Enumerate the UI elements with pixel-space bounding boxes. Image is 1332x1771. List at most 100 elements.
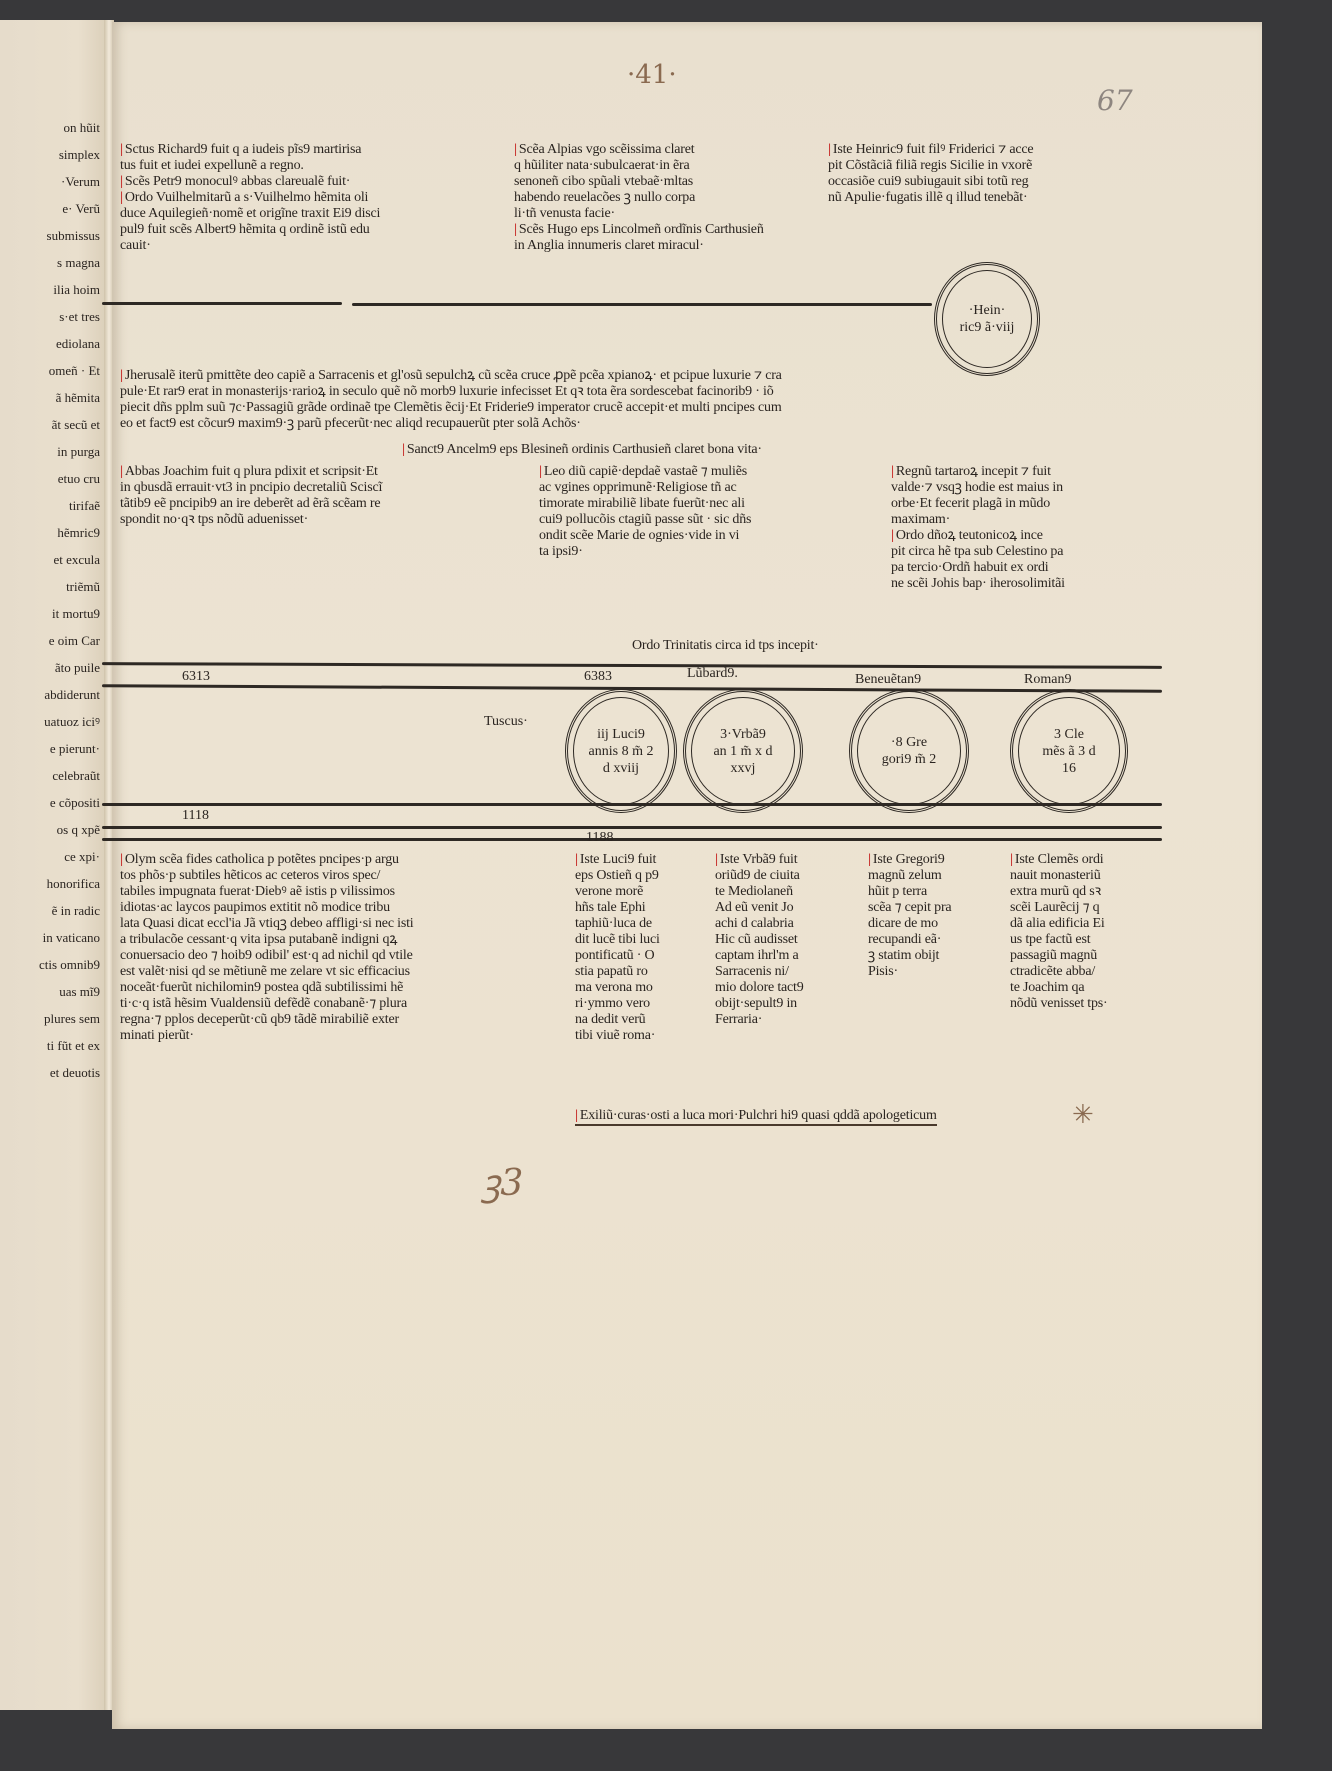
left-page-text-fragment: ilia hoim (53, 282, 100, 297)
left-page-text-fragment: abdiderunt (44, 687, 100, 702)
text-line: |Olym scẽa fides catholica p potẽtes pnc… (120, 852, 565, 868)
line-text: pit Cõstãciã filiã regis Sicilie in vxor… (828, 158, 1033, 173)
left-page-text-fragment: e oim Car (48, 633, 100, 648)
line-text: Iste Luci9 fuit (579, 852, 657, 867)
text-line: scẽi Laurẽcij ⁊ q (1010, 900, 1166, 916)
left-page-text-fragment: ãt secũ et (51, 417, 100, 432)
line-text: pa tercio·Ordñ habuit ex ordi (891, 560, 1049, 575)
line-text: li·tñ venusta facie· (514, 206, 615, 221)
rubric-mark: | (120, 464, 123, 479)
text-line: cauit· (120, 238, 508, 254)
line-text: orbe·Et fecerit plagã in mũdo (891, 496, 1051, 511)
line-text: q hũiliter nata·subulcaerat·in ẽra (514, 158, 690, 173)
text-line: piecit dñs pplm suũ ⁊c·Passagiũ grãde or… (120, 400, 1170, 416)
text-line: q hũiliter nata·subulcaerat·in ẽra (514, 158, 819, 174)
text-line: |Abbas Joachim fuit q plura pdixit et sc… (120, 464, 532, 480)
text-line: pontificatũ · O (575, 948, 705, 964)
text-line: eo et fact9 est cõcur9 maxim9·ꝫ parũ pfe… (120, 416, 1170, 432)
text-line: scẽa ⁊ cepit pra (868, 900, 1008, 916)
text-line: |Scẽa Alpias vgo scẽissima claret (514, 142, 819, 158)
left-page-text-fragment: ce xpi· (64, 849, 100, 864)
line-text: pit circa hẽ tpa sub Celestino pa (891, 544, 1064, 559)
text-line: noceãt·fuerũt nichilomin9 postea qdã sub… (120, 980, 565, 996)
pope-circle-urbanus: 3·Vrbã9 an 1 m̃ x d xxvj (683, 689, 803, 813)
pencil-folio-number: 67 (1097, 84, 1133, 117)
left-page-text-fragment: ẽ in radic (51, 903, 100, 918)
line-text: ctradicẽte abba/ (1010, 964, 1096, 979)
text-line: |Jherusalẽ iterũ pmittẽte deo capiẽ a Sa… (120, 368, 1170, 384)
text-line: |Ordo Vuilhelmitarũ a s·Vuilhelmo hẽmita… (120, 190, 508, 206)
rubric-mark: | (120, 190, 123, 205)
timeline-rule (102, 838, 1162, 841)
text-line: Ad eũ venit Jo (715, 900, 860, 916)
pope-circle-clemens: 3 Cle mẽs ã 3 d 16 (1010, 689, 1128, 813)
handwritten-margin-mark: ꝫ3 (482, 1163, 524, 1204)
line-text: Regnũ tartaroꝝ incepit ⁊ fuit (895, 464, 1051, 479)
text-line: magnũ zelum (868, 868, 1008, 884)
text-line: |Scẽs Hugo eps Lincolmeñ ordĩnis Carthus… (514, 222, 819, 238)
rubric-mark: | (1010, 852, 1013, 867)
line-text: captam ihrl'm a (715, 948, 799, 963)
left-page-text-fragment: simplex (58, 147, 100, 162)
text-line: minati pierũt· (120, 1028, 565, 1044)
text-line: ondit scẽe Marie de ognies·vide in vi (539, 528, 879, 544)
line-text: ac vgines opprimunẽ·Religiose tñ ac (539, 480, 737, 495)
line-text: timorate mirabiliẽ libate fuerũt·nec ali (539, 496, 745, 511)
line-text: tus fuit et iudei expellunẽ a regno. (120, 158, 304, 173)
circle-text: iij Luci9 annis 8 m̃ 2 d xviij (588, 726, 654, 776)
text-line: Sarracenis ni/ (715, 964, 860, 980)
left-page-text-fragment: etuo cru (57, 471, 100, 486)
left-page-text-fragment: et excula (53, 552, 100, 567)
text-line: timorate mirabiliẽ libate fuerũt·nec ali (539, 496, 879, 512)
text-line: ma verona mo (575, 980, 705, 996)
line-text: scẽa ⁊ cepit pra (868, 900, 952, 915)
text-line: spondit no·qꝛ tps nõdũ aduenisset· (120, 512, 532, 528)
left-page-text-fragment: on hũit (63, 120, 100, 135)
text-line: tos phõs·p subtiles hẽticos ac ceteros v… (120, 868, 565, 884)
line-text: Abbas Joachim fuit q plura pdixit et scr… (124, 464, 378, 479)
line-text: nauit monasteriũ (1010, 868, 1101, 883)
text-line: pit circa hẽ tpa sub Celestino pa (891, 544, 1171, 560)
line-text: tabiles impugnata fuerat·Diebꝰ aẽ istis … (120, 884, 395, 899)
rubric-mark: | (868, 852, 871, 867)
line-text: cauit· (120, 238, 151, 253)
line-text: ma verona mo (575, 980, 653, 995)
exilium-text: Exiliũ·curas·osti a luca mori·Pulchri hi… (579, 1108, 937, 1123)
line-text: Sarracenis ni/ (715, 964, 789, 979)
line-text: Iste Heinric9 fuit filꝰ Friderici ⁊ acce (832, 142, 1034, 157)
line-text: idiotas·ac laycos paupimos extitit nõ mo… (120, 900, 390, 915)
line-text: minati pierũt· (120, 1028, 194, 1043)
line-text: ti·c·q istã hẽsim Vualdensiũ defẽdẽ cona… (120, 996, 408, 1011)
line-text: Iste Vrbã9 fuit (719, 852, 798, 867)
line-text: est valẽt·nisi qd se mẽtiunẽ me zelare v… (120, 964, 410, 979)
text-line: habendo reuelacões ꝫ nullo corpa (514, 190, 819, 206)
left-page-text-fragment: uas mĩ9 (59, 984, 100, 999)
text-line: |Regnũ tartaroꝝ incepit ⁊ fuit (891, 464, 1171, 480)
text-line: ta ipsi9· (539, 544, 879, 560)
left-page-text-fragment: triẽmũ (66, 579, 100, 594)
line-text: pontificatũ · O (575, 948, 655, 963)
line-text: Iste Clemẽs ordi (1014, 852, 1104, 867)
line-text: spondit no·qꝛ tps nõdũ aduenisset· (120, 512, 309, 527)
line-text: Iste Gregori9 (872, 852, 945, 867)
line-text: Sctus Richard9 fuit q a iudeis pĩs9 mart… (124, 142, 362, 157)
left-page-text-fragment: ã hẽmita (55, 390, 100, 405)
top-column-3: |Iste Heinric9 fuit filꝰ Friderici ⁊ acc… (828, 142, 1168, 206)
line-text: habendo reuelacões ꝫ nullo corpa (514, 190, 696, 205)
text-line: a tribulacõe cessant·q vita ipsa putaban… (120, 932, 565, 948)
text-line: pul9 fuit scẽs Albert9 hẽmita q ordinẽ i… (120, 222, 508, 238)
page-leaf: ·41· 67 |Sctus Richard9 fuit q a iudeis … (101, 22, 1262, 1729)
left-page-text-fragment: s·et tres (59, 309, 100, 324)
text-line: tãtib9 eẽ pncipib9 an ire deberẽt ad ẽrã… (120, 496, 532, 512)
line-text: maximam· (891, 512, 951, 527)
left-page-text-fragment: omeñ · Et (48, 363, 100, 378)
line-text: Scẽs Petr9 monoculꝰ abbas clareualẽ fuit… (124, 174, 351, 189)
left-page-text-fragment: ediolana (55, 336, 100, 351)
